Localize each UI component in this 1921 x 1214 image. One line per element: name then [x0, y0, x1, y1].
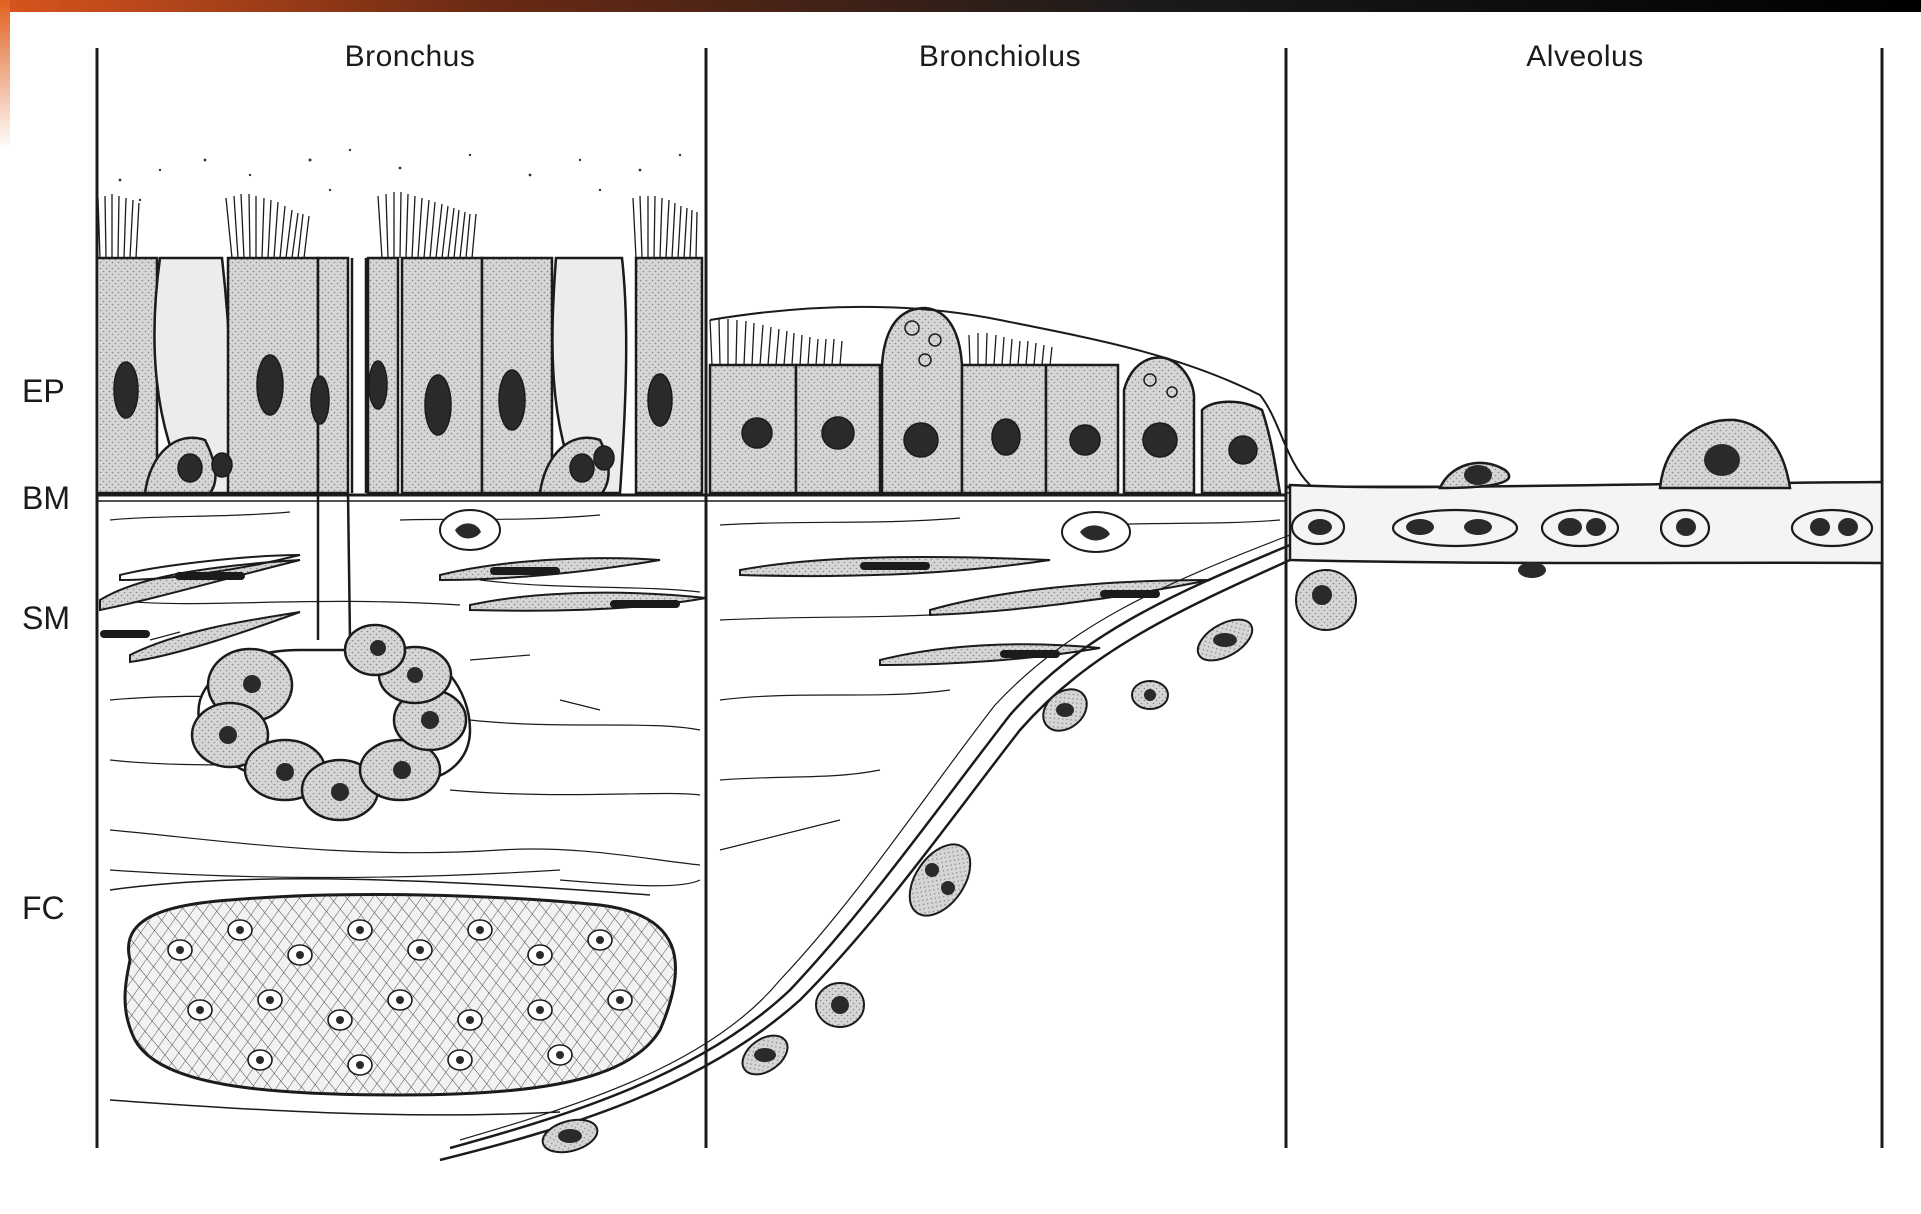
ciliated-cell	[318, 258, 348, 493]
row-label-bm: BM	[22, 480, 70, 517]
bronchiolus-epithelium	[710, 308, 1280, 493]
column-label-bronchus: Bronchus	[345, 40, 476, 74]
column-label-bronchiolus: Bronchiolus	[919, 40, 1081, 74]
bronchiolus-cilia	[710, 319, 1052, 365]
bronchus-cilia	[98, 192, 697, 258]
alveolar-wall	[1290, 420, 1882, 563]
club-cell	[882, 308, 962, 493]
row-label-ep: EP	[22, 373, 65, 410]
column-label-alveolus: Alveolus	[1526, 40, 1643, 74]
mucus-layer	[119, 149, 682, 201]
leukocytes	[440, 510, 1130, 552]
ciliated-cell	[636, 258, 702, 493]
row-label-sm: SM	[22, 600, 70, 637]
row-label-fc: FC	[22, 890, 65, 927]
smooth-muscle	[100, 555, 1210, 665]
